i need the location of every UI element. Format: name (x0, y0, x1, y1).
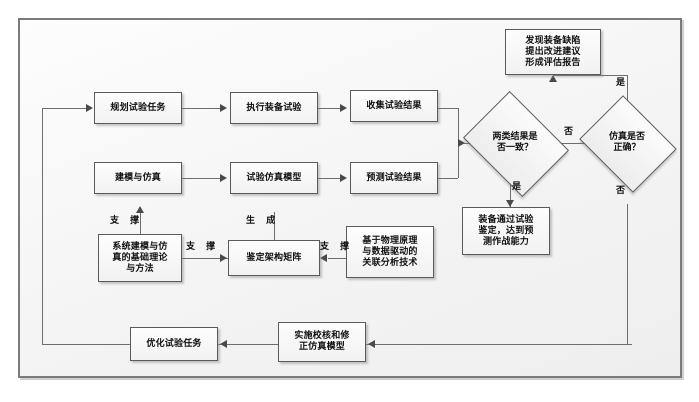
node-execute-equipment-test[interactable]: 执行装备试验 (230, 92, 318, 124)
edge-predict-out (438, 178, 458, 179)
edge-left-to-plan (42, 108, 86, 109)
node-label: 系统建模与仿 真的基础理论 与方法 (112, 241, 168, 274)
node-label: 优化试验任务 (146, 338, 202, 349)
edge-label-yes-2: 是 (616, 78, 626, 88)
edge-generate-down (274, 212, 275, 246)
node-label: 预测试验结果 (366, 172, 422, 183)
node-evaluation-report[interactable]: 发现装备缺陷 提出改进建议 形成评估报告 (505, 29, 601, 75)
arrow-into-decision1 (458, 139, 465, 147)
edge-theory-support-right (182, 258, 228, 259)
edge-decision1-no (556, 143, 602, 144)
node-verify-correct-model[interactable]: 实施校核和修 正仿真模型 (278, 322, 366, 362)
edge-verify-optimize (230, 344, 278, 345)
edge-label-support-1: 支 撑 (110, 216, 144, 226)
arrow-into-optimize (220, 340, 227, 348)
node-label: 试验仿真模型 (246, 172, 302, 183)
edge-label-support-2: 支 撑 (186, 242, 220, 252)
arrow-into-pass (506, 200, 514, 207)
node-test-simulation-model[interactable]: 试验仿真模型 (230, 162, 318, 194)
node-label: 规划试验任务 (110, 102, 166, 113)
arrow-into-testmodel (220, 174, 227, 182)
edge-analysis-support (328, 258, 358, 259)
edge-label-yes-1: 是 (512, 182, 522, 192)
arrow-into-matrix-left (220, 254, 227, 262)
edge-decision2-yes-left (553, 75, 627, 76)
arrow-into-execute (220, 104, 227, 112)
node-label: 装备通过试验 鉴定，达到预 测作战能力 (478, 214, 534, 247)
edge-label-generate: 生 成 (246, 216, 280, 226)
edge-decision2-no-down (627, 204, 628, 344)
decision-label: 仿真是否 正确？ (608, 132, 645, 153)
edge-label-no-1: 否 (564, 127, 574, 137)
edge-theory-support-up (140, 212, 141, 252)
node-appraisal-architecture-matrix[interactable]: 鉴定架构矩阵 (228, 240, 320, 276)
node-predict-test-results[interactable]: 预测试验结果 (350, 162, 438, 194)
decision-label: 两类结果是 否一致？ (492, 132, 538, 153)
node-label: 收集试验结果 (366, 100, 422, 111)
decision-simulation-correct[interactable]: 仿真是否 正确？ (579, 95, 677, 193)
arrow-into-verify (368, 340, 375, 348)
edge-testmodel-predict (318, 178, 340, 179)
node-collect-test-results[interactable]: 收集试验结果 (350, 90, 438, 122)
edge-merge-to-decision1 (458, 143, 474, 144)
node-equipment-passed[interactable]: 装备通过试验 鉴定，达到预 测作战能力 (462, 207, 550, 255)
node-modeling-simulation[interactable]: 建模与仿真 (94, 162, 182, 194)
edge-plan-execute (182, 108, 220, 109)
edge-execute-collect (318, 108, 340, 109)
edge-decision1-yes (510, 177, 511, 207)
edge-label-no-2: 否 (616, 186, 626, 196)
arrow-into-matrix-right (320, 254, 327, 262)
arrow-into-collect (340, 104, 347, 112)
node-plan-test-task[interactable]: 规划试验任务 (94, 92, 182, 124)
node-correlation-analysis-tech[interactable]: 基于物理原理 与数据驱动的 关联分析技术 (346, 226, 434, 278)
node-label: 实施校核和修 正仿真模型 (294, 331, 350, 352)
node-theory-methods[interactable]: 系统建模与仿 真的基础理论 与方法 (98, 234, 182, 282)
node-optimize-test-task[interactable]: 优化试验任务 (130, 327, 218, 361)
edge-modelsim-testmodel (182, 178, 220, 179)
arrow-into-modelsim (136, 206, 144, 213)
node-label: 鉴定架构矩阵 (246, 252, 302, 263)
node-label: 执行装备试验 (246, 102, 302, 113)
diagram-frame: 规划试验任务 执行装备试验 收集试验结果 建模与仿真 试验仿真模型 预测试验结果… (18, 18, 682, 378)
arrow-into-plan (86, 104, 93, 112)
node-label: 基于物理原理 与数据驱动的 关联分析技术 (362, 235, 418, 268)
edge-collect-out (438, 108, 458, 109)
arrow-into-report (549, 75, 557, 82)
edge-left-riser (42, 108, 43, 345)
decision-results-consistent[interactable]: 两类结果是 否一致？ (462, 90, 570, 198)
node-label: 建模与仿真 (114, 172, 161, 183)
edge-label-support-3: 支 撑 (320, 242, 354, 252)
arrow-into-predict (340, 174, 347, 182)
node-label: 发现装备缺陷 提出改进建议 形成评估报告 (525, 35, 581, 68)
